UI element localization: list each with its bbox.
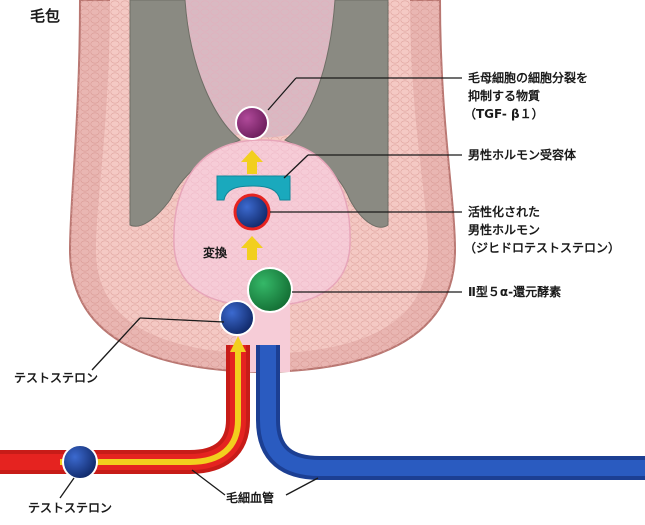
conversion-label: 変換 [203,245,227,262]
enzyme-molecule [248,268,292,312]
testosterone-follicle-label: テストステロン [14,370,98,387]
tgf-beta1-molecule [236,107,268,139]
capillary-label: 毛細血管 [226,490,274,507]
dht-label-line2: 男性ホルモン [468,222,540,239]
dht-label-line1: 活性化された [468,204,540,221]
testosterone-vessel-label: テストステロン [28,500,112,517]
diagram-title: 毛包 [30,8,60,25]
enzyme-label: Ⅱ型５α-還元酵素 [468,284,561,301]
testosterone-vessel-molecule [63,445,97,479]
testosterone-follicle-molecule [220,301,254,335]
leader-capillary-artery [192,470,225,495]
leader-testosterone-vessel [60,478,74,498]
leader-capillary-vein [286,478,318,495]
tgf-label-line1: 毛母細胞の細胞分裂を [468,70,588,87]
tgf-label-line3: （TGF- β１） [464,106,544,123]
dht-label-line3: （ジヒドロテストステロン） [464,240,620,257]
tgf-label-line2: 抑制する物質 [468,88,540,105]
dht-molecule [235,195,269,229]
receptor-label: 男性ホルモン受容体 [468,147,576,164]
